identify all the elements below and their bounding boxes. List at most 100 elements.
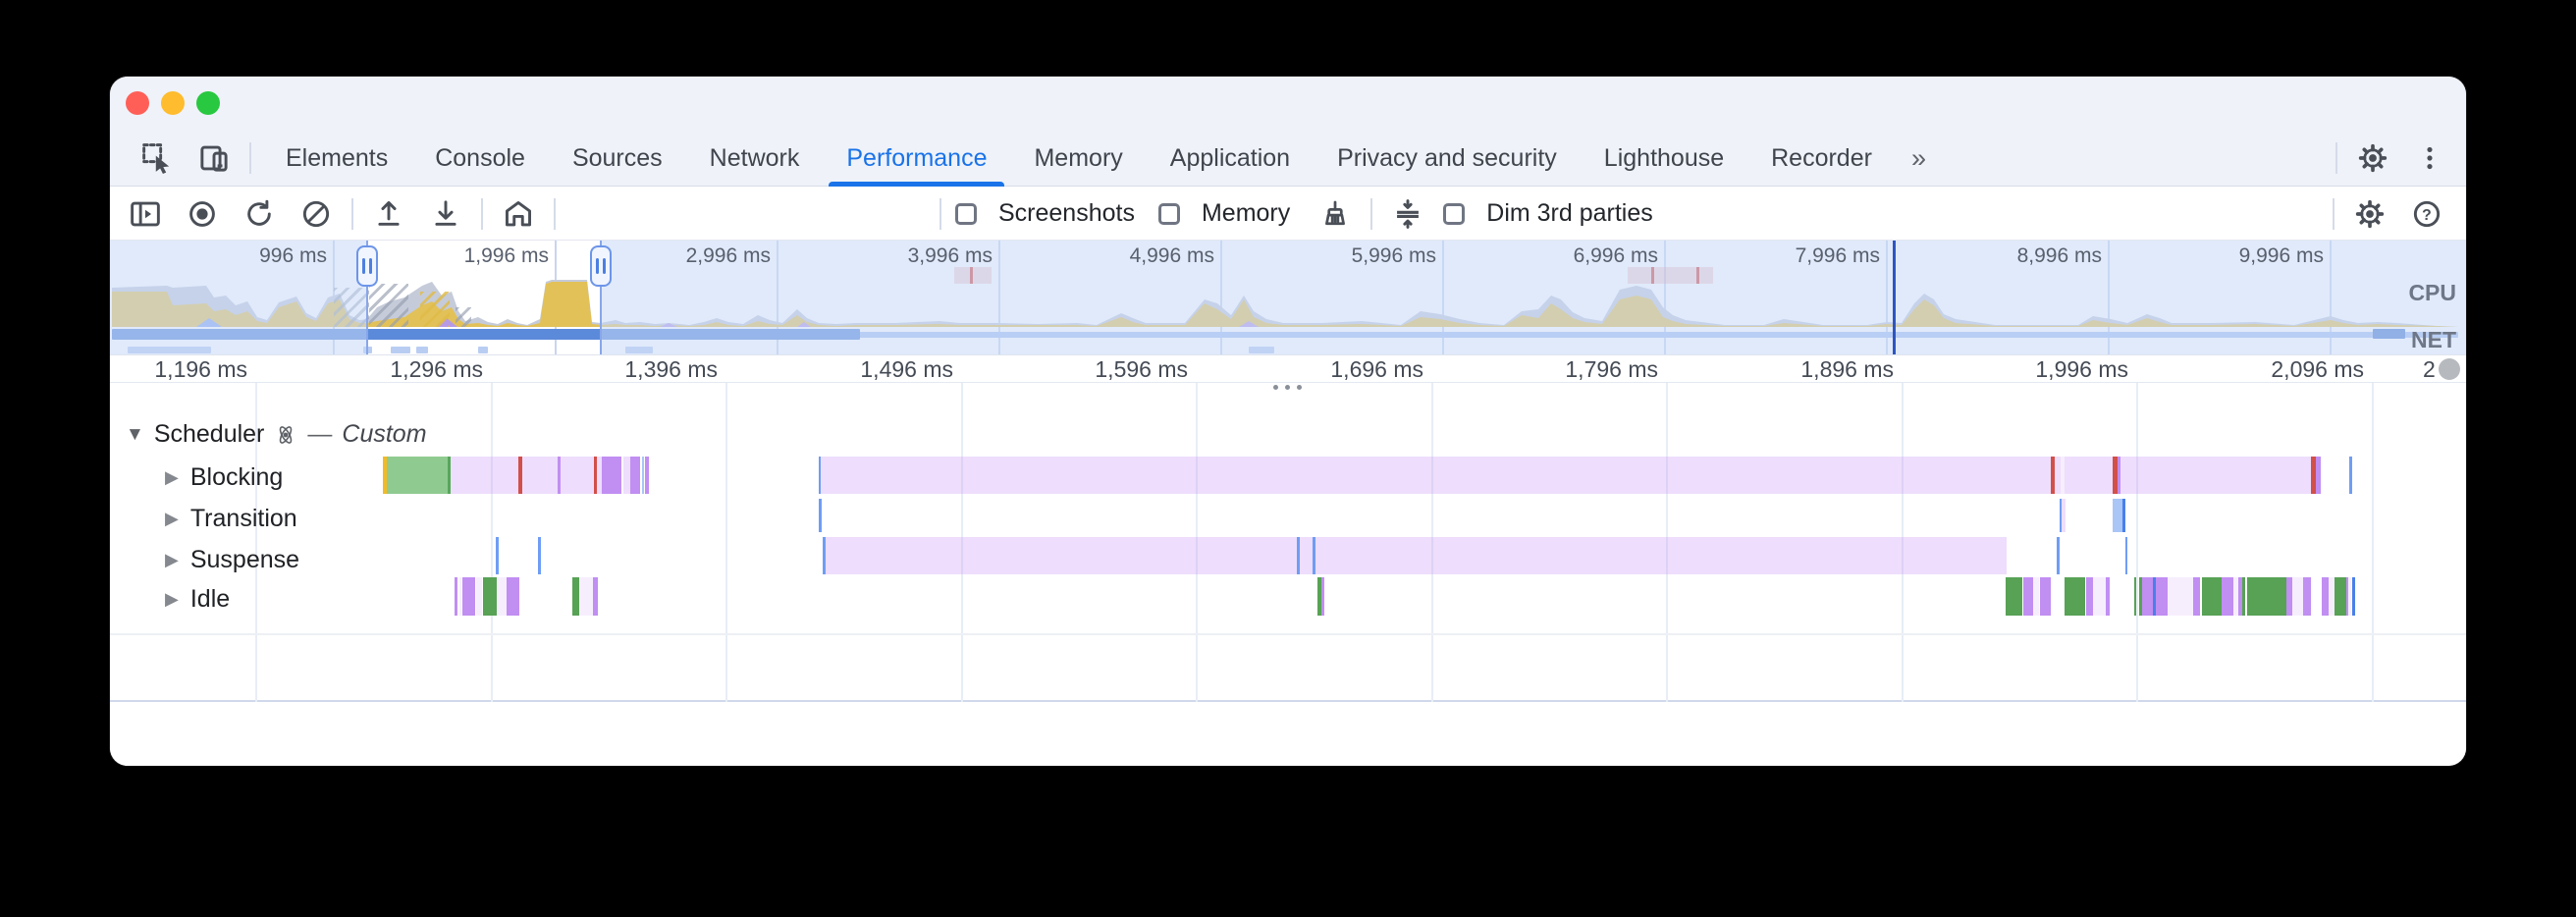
expand-triangle-icon[interactable]: ▶	[165, 509, 179, 529]
flame-bar-segment[interactable]	[1321, 577, 1324, 616]
flame-bar-segment[interactable]	[483, 577, 497, 616]
track-row-blocking[interactable]: ▶Blocking	[165, 463, 283, 492]
resize-dots-handle[interactable]	[1273, 385, 1302, 390]
tab-sources[interactable]: Sources	[549, 130, 686, 187]
save-profile-button[interactable]	[424, 192, 467, 236]
flame-bar-segment[interactable]	[623, 457, 630, 494]
flame-bar-segment[interactable]	[821, 457, 2051, 494]
flame-bar-segment[interactable]	[497, 577, 507, 616]
tab-application[interactable]: Application	[1147, 130, 1314, 187]
dim-3rd-parties-checkbox[interactable]	[1443, 203, 1465, 225]
expand-triangle-icon[interactable]: ▶	[165, 550, 179, 570]
flame-bar-segment[interactable]	[496, 537, 499, 574]
track-header-scheduler[interactable]: ▼Scheduler—Custom	[126, 420, 427, 449]
flame-bar-segment[interactable]	[2086, 577, 2093, 616]
flame-bar-segment[interactable]	[2033, 577, 2039, 616]
more-options-button[interactable]	[2408, 136, 2451, 180]
selection-handle-right[interactable]	[590, 245, 612, 287]
flame-bar-segment[interactable]	[2023, 577, 2033, 616]
flame-bar-segment[interactable]	[2142, 577, 2153, 616]
flame-bar-segment[interactable]	[602, 457, 621, 494]
shortcuts-button[interactable]	[1386, 192, 1429, 236]
flame-bar-segment[interactable]	[593, 577, 598, 616]
track-row-transition[interactable]: ▶Transition	[165, 505, 297, 533]
collapse-triangle-icon[interactable]: ▼	[126, 424, 144, 446]
flame-bar-segment[interactable]	[2120, 457, 2311, 494]
flame-bar-segment[interactable]	[2006, 577, 2022, 616]
flame-bar-segment[interactable]	[2065, 457, 2113, 494]
more-tabs-button[interactable]: »	[1896, 130, 1942, 187]
device-toolbar-button[interactable]	[192, 136, 236, 180]
flame-bar-segment[interactable]	[2168, 577, 2193, 616]
tab-lighthouse[interactable]: Lighthouse	[1581, 130, 1747, 187]
flame-bar-segment[interactable]	[2113, 499, 2122, 532]
flame-bar-segment[interactable]	[538, 537, 541, 574]
flame-bar-segment[interactable]	[2062, 499, 2066, 532]
flame-bar-segment[interactable]	[2349, 457, 2352, 494]
record-reload-button[interactable]	[238, 192, 281, 236]
tab-recorder[interactable]: Recorder	[1747, 130, 1896, 187]
tab-elements[interactable]: Elements	[262, 130, 411, 187]
flame-bar-segment[interactable]	[2065, 577, 2085, 616]
flame-bar-segment[interactable]	[2322, 577, 2329, 616]
clear-button[interactable]	[295, 192, 338, 236]
flame-bar-segment[interactable]	[2316, 457, 2321, 494]
flame-bar-segment[interactable]	[826, 537, 2007, 574]
flame-bar-segment[interactable]	[2057, 537, 2060, 574]
tab-console[interactable]: Console	[411, 130, 549, 187]
flame-bar-segment[interactable]	[2193, 577, 2200, 616]
flamechart-area[interactable]: ▼Scheduler—Custom ▶Blocking ▶Transition ▶Su…	[110, 383, 2466, 702]
flame-bar-segment[interactable]	[1313, 537, 1315, 574]
selection-handle-left[interactable]	[356, 245, 378, 287]
minimize-window-button[interactable]	[161, 91, 185, 115]
tab-network[interactable]: Network	[686, 130, 824, 187]
scrollbar-thumb[interactable]	[2439, 358, 2460, 380]
flame-bar-segment[interactable]	[2303, 577, 2311, 616]
settings-button[interactable]	[2351, 136, 2394, 180]
flame-bar-segment[interactable]	[2247, 577, 2286, 616]
track-row-suspense[interactable]: ▶Suspense	[165, 546, 299, 574]
expand-triangle-icon[interactable]: ▶	[165, 589, 179, 610]
flame-bar-segment[interactable]	[630, 457, 640, 494]
collect-garbage-button[interactable]	[1314, 192, 1357, 236]
flame-bar-segment[interactable]	[561, 457, 594, 494]
flame-bar-segment[interactable]	[2156, 577, 2168, 616]
flame-bar-segment[interactable]	[2334, 577, 2346, 616]
flame-bar-segment[interactable]	[645, 457, 649, 494]
toggle-sidebar-button[interactable]	[124, 192, 167, 236]
flame-bar-segment[interactable]	[2134, 577, 2136, 616]
live-metrics-button[interactable]	[497, 192, 540, 236]
help-button[interactable]: ?	[2405, 192, 2448, 236]
memory-checkbox[interactable]	[1158, 203, 1180, 225]
flame-bar-segment[interactable]	[2093, 577, 2106, 616]
track-row-idle[interactable]: ▶Idle	[165, 585, 230, 614]
tab-performance[interactable]: Performance	[823, 130, 1010, 187]
flame-bar-segment[interactable]	[476, 577, 482, 616]
timeline-playhead[interactable]	[1893, 241, 1896, 355]
record-button[interactable]	[181, 192, 224, 236]
flame-bar-segment[interactable]	[2352, 577, 2355, 616]
flame-bar-segment[interactable]	[507, 577, 519, 616]
flame-bar-segment[interactable]	[462, 577, 475, 616]
flame-bar-segment[interactable]	[459, 577, 461, 616]
close-window-button[interactable]	[126, 91, 149, 115]
zoom-window-button[interactable]	[196, 91, 220, 115]
flame-bar-segment[interactable]	[579, 577, 593, 616]
inspect-element-button[interactable]	[135, 136, 179, 180]
flame-bar-segment[interactable]	[2040, 577, 2051, 616]
flame-bar-segment[interactable]	[2122, 499, 2125, 532]
tab-memory[interactable]: Memory	[1010, 130, 1146, 187]
flame-bar-segment[interactable]	[2202, 577, 2222, 616]
flame-bar-segment[interactable]	[572, 577, 579, 616]
flame-bar-segment[interactable]	[455, 577, 457, 616]
timeline-overview[interactable]: 996 ms1,996 ms2,996 ms3,996 ms4,996 ms5,…	[110, 241, 2466, 355]
tab-privacy-and-security[interactable]: Privacy and security	[1314, 130, 1581, 187]
flame-bar-segment[interactable]	[522, 457, 558, 494]
flame-bar-segment[interactable]	[819, 499, 822, 532]
flame-bar-segment[interactable]	[451, 457, 518, 494]
flame-bar-segment[interactable]	[2222, 577, 2233, 616]
flame-bar-segment[interactable]	[2106, 577, 2110, 616]
flame-bar-segment[interactable]	[2125, 537, 2127, 574]
screenshots-checkbox[interactable]	[955, 203, 977, 225]
flame-bar-segment[interactable]	[2348, 577, 2351, 616]
